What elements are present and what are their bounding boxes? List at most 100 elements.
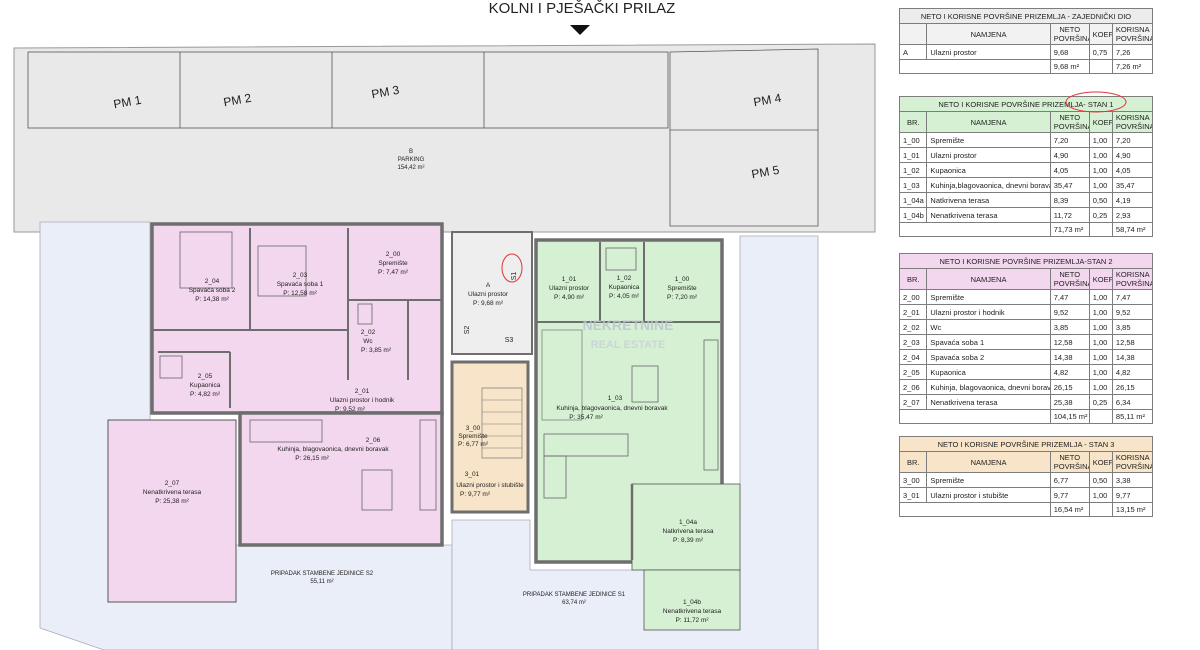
room-area: P: 4,90 m²	[554, 294, 585, 301]
col-header: KOEF.	[1088, 451, 1113, 473]
cell: 3,85	[1111, 319, 1154, 335]
room-name: Ulazni prostor	[549, 285, 590, 292]
table-title: NETO I KORISNE POVRŠINE PRIZEMLJA - ZAJE…	[899, 8, 1153, 24]
cell: 4,82	[1111, 364, 1154, 380]
bed-icon	[257, 245, 307, 297]
cell: Spremište	[926, 472, 1051, 488]
cell: 1_02	[898, 162, 928, 178]
cell: 26,15	[1111, 379, 1154, 395]
room-area: P: 3,85 m²	[361, 347, 392, 354]
table-title: NETO I KORISNE POVRŠINE PRIZEMLJA - STAN…	[899, 436, 1153, 452]
cell: 9,77	[1111, 487, 1154, 503]
room-code: 2_05	[198, 373, 213, 380]
room-area: P: 14,38 m²	[195, 296, 229, 303]
cell: Wc	[926, 319, 1051, 335]
cell: 4,19	[1111, 192, 1154, 208]
area-table-stan-1: NETO I KORISNE POVRŠINE PRIZEMLJA- STAN …	[898, 96, 1154, 237]
cell: 26,15	[1049, 379, 1090, 395]
room-code: 2_00	[386, 251, 401, 258]
annotation-circle	[1065, 91, 1127, 113]
bathtub-icon	[159, 355, 183, 379]
cell: A	[898, 44, 928, 60]
cell: 1,00	[1088, 487, 1113, 503]
total-usable: 58,74 m²	[1111, 222, 1154, 237]
cell: 0,75	[1088, 44, 1113, 60]
room-name: Ulazni prostor	[468, 291, 509, 298]
terrace-1-04b	[643, 569, 741, 631]
watermark-line-1: NEKRETNINE	[582, 317, 673, 333]
cell: 9,52	[1049, 304, 1090, 320]
room-code: 1_02	[617, 275, 632, 282]
cell: 2_04	[898, 349, 928, 365]
cell: 1,00	[1088, 304, 1113, 320]
parking-area-value: 154,42 m²	[397, 165, 424, 171]
floor-plan: KOLNI I PJEŠAČKI PRILAZ PM 1 PM 2 PM 3 P…	[13, 0, 876, 650]
room-name: Spremište	[458, 433, 488, 440]
cell: 2_03	[898, 334, 928, 350]
col-header: KORISNA POVRŠINA	[1111, 451, 1154, 473]
cell: 1,00	[1088, 177, 1113, 193]
dining-table-icon	[631, 365, 659, 403]
room-name: Ulazni prostor i hodnik	[330, 397, 395, 404]
cell: 35,47	[1111, 177, 1154, 193]
cell: 0,50	[1088, 472, 1113, 488]
cell: 1,00	[1088, 334, 1113, 350]
room-area: P: 12,58 m²	[283, 290, 317, 297]
room-area: P: 7,20 m²	[667, 294, 698, 301]
cell: 7,20	[1049, 132, 1090, 148]
cell: 2_07	[898, 394, 928, 410]
unit-3-area	[450, 360, 530, 514]
cell: 1,00	[1088, 319, 1113, 335]
common-entrance-area	[451, 231, 533, 355]
cell: Kupaonica	[926, 162, 1051, 178]
cell: 9,52	[1111, 304, 1154, 320]
cell: 1,00	[1088, 147, 1113, 163]
cell: 2_06	[898, 379, 928, 395]
stairs-icon	[481, 387, 523, 459]
room-code: 1_00	[675, 276, 690, 283]
room-name: Kuhinja, blagovaonica, dnevni boravak	[556, 405, 668, 412]
cell: 25,38	[1049, 394, 1090, 410]
cell: 3,85	[1049, 319, 1090, 335]
cell: 4,05	[1111, 162, 1154, 178]
cell: 1,00	[1088, 162, 1113, 178]
col-header: KORISNA POVRŠINA	[1111, 268, 1154, 290]
room-area: P: 4,05 m²	[609, 293, 640, 300]
shower-icon	[605, 247, 637, 271]
room-name: Kupaonica	[609, 284, 640, 291]
cell: 2_01	[898, 304, 928, 320]
col-header: NETO POVRŠINA	[1049, 111, 1090, 133]
dining-table-icon	[361, 469, 393, 511]
cell: 0,25	[1088, 207, 1113, 223]
cell: Spavaća soba 1	[926, 334, 1051, 350]
total-usable: 85,11 m²	[1111, 409, 1154, 424]
unit-2-living	[238, 411, 444, 547]
sofa-icon	[543, 433, 629, 457]
parking-area	[13, 43, 876, 233]
total-net: 71,73 m²	[1049, 222, 1090, 237]
col-header: BR.	[898, 451, 928, 473]
cell: Ulazni prostor i stubište	[926, 487, 1051, 503]
toilet-icon	[357, 303, 373, 325]
kitchen-counter-icon	[703, 339, 719, 471]
cell: 12,58	[1049, 334, 1090, 350]
cell: 6,34	[1111, 394, 1154, 410]
sofa-icon	[249, 419, 323, 443]
parking-spot-row	[27, 51, 669, 129]
area-table-stan-3: NETO I KORISNE POVRŠINE PRIZEMLJA - STAN…	[898, 436, 1154, 517]
cell: 1_04b	[898, 207, 928, 223]
cell: Ulazni prostor	[926, 44, 1051, 60]
col-header: NETO POVRŠINA	[1049, 268, 1090, 290]
col-header: KOEF.	[1088, 23, 1113, 45]
cell: 7,47	[1049, 289, 1090, 305]
cell: 11,72	[1049, 207, 1090, 223]
total-net: 9,68 m²	[1049, 59, 1090, 74]
room-name: Spavaća soba 1	[277, 281, 324, 288]
cell: 2_02	[898, 319, 928, 335]
parking-spot-label: PM 1	[112, 93, 142, 112]
cell: 1_00	[898, 132, 928, 148]
